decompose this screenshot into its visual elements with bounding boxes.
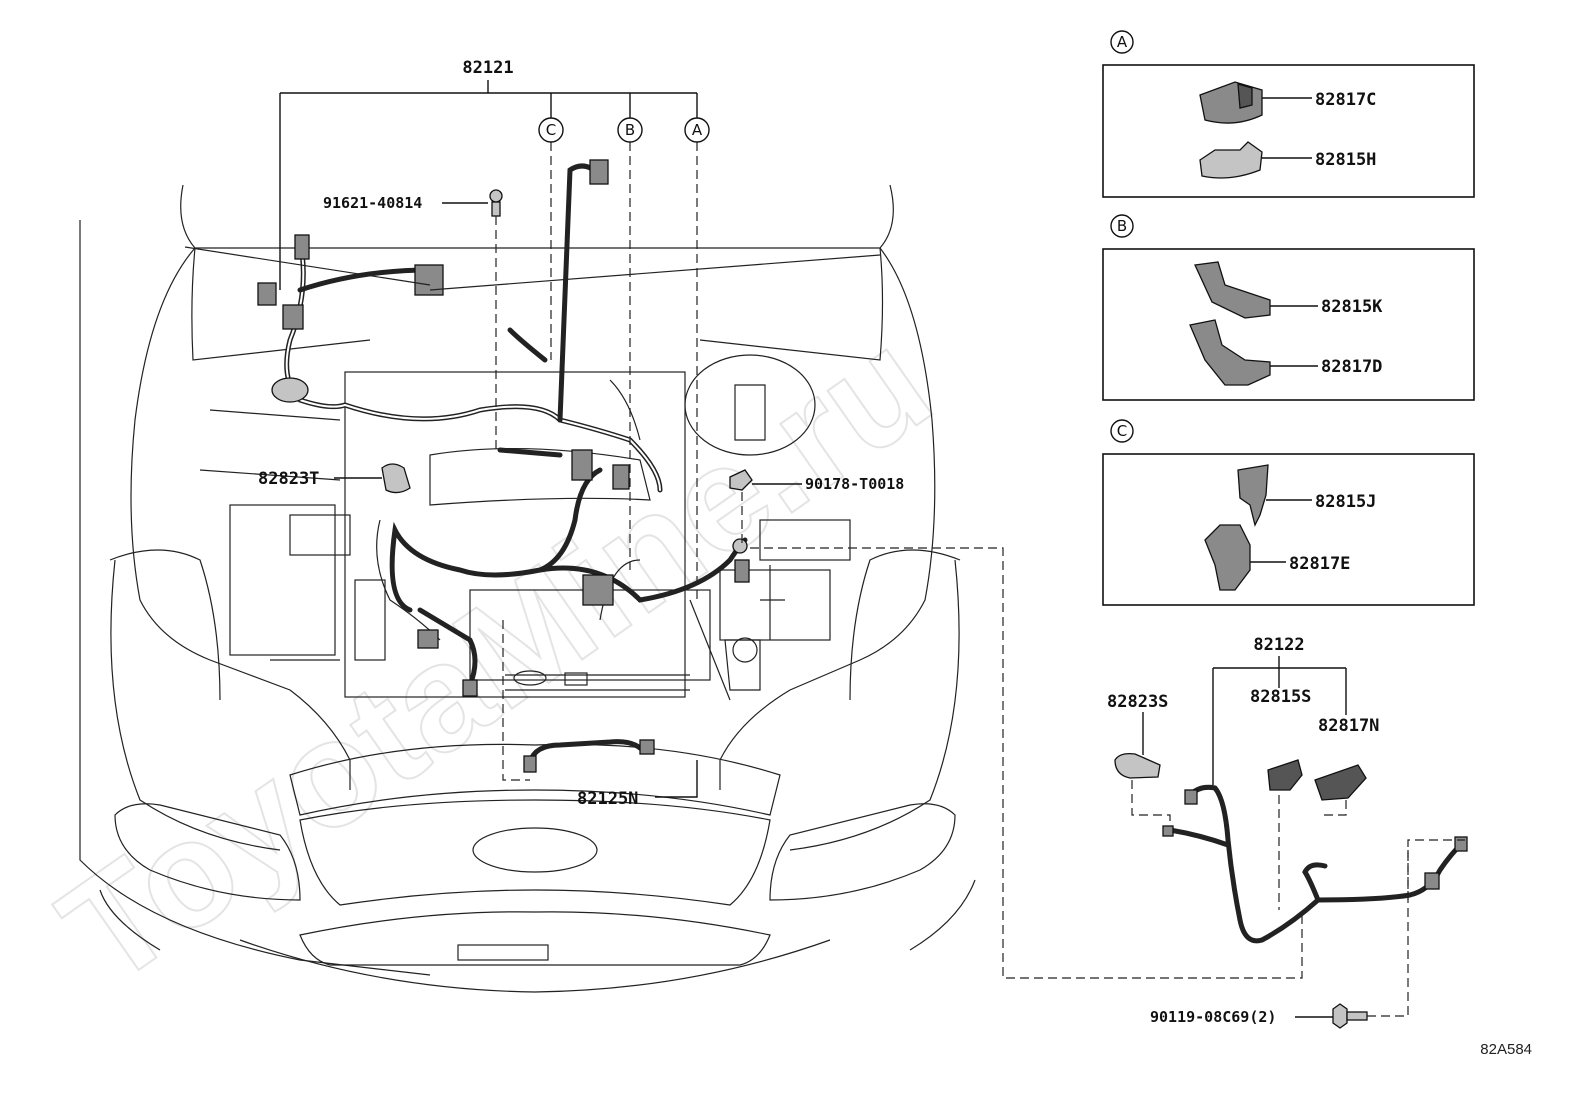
main-leaders xyxy=(184,80,1303,979)
callout-b: B xyxy=(625,121,635,139)
label-82815s: 82815S xyxy=(1250,687,1311,707)
bracket-82815h-icon xyxy=(1199,141,1263,179)
label-82815h: 82815H xyxy=(1315,150,1376,170)
detail-a-ref: A xyxy=(1117,33,1128,51)
callout-a: A xyxy=(692,121,703,139)
bracket-82815s-icon xyxy=(1267,759,1303,791)
label-82817d: 82817D xyxy=(1321,357,1382,377)
detail-c: C 82815J 82817E xyxy=(1102,419,1475,606)
bracket-82815j-icon xyxy=(1237,464,1269,527)
label-90178-t0018: 90178-T0018 xyxy=(805,475,904,493)
main-harness xyxy=(257,159,750,697)
bracket-82815k-icon xyxy=(1194,261,1271,319)
bolt-91621-icon xyxy=(489,189,503,217)
sub-assembly-82122: 82122 82815S 82817N 82823S xyxy=(1107,635,1468,1029)
engine-bay xyxy=(199,354,851,701)
detail-c-ref: C xyxy=(1117,422,1127,440)
detail-b: B 82815K 82817D xyxy=(1102,214,1475,401)
cover-82823s-icon xyxy=(1114,752,1161,779)
label-82125n: 82125N xyxy=(577,789,638,809)
label-82121: 82121 xyxy=(462,58,513,78)
label-82817n: 82817N xyxy=(1318,716,1379,736)
callout-c: C xyxy=(546,121,556,139)
bracket-82817c-icon xyxy=(1199,81,1263,124)
bracket-82817d-icon xyxy=(1189,319,1271,386)
label-82817c: 82817C xyxy=(1315,90,1376,110)
detail-b-ref: B xyxy=(1117,217,1127,235)
label-82817e: 82817E xyxy=(1289,554,1350,574)
label-82815k: 82815K xyxy=(1321,297,1383,317)
label-82823s: 82823S xyxy=(1107,692,1168,712)
label-91621-40814: 91621-40814 xyxy=(323,194,422,212)
label-82122: 82122 xyxy=(1253,635,1304,655)
vehicle-outline xyxy=(79,184,976,993)
label-82815j: 82815J xyxy=(1315,492,1376,512)
label-82823t: 82823T xyxy=(258,469,319,489)
label-90119-08c69: 90119-08C69(2) xyxy=(1150,1008,1276,1026)
callout-refs: C B A xyxy=(538,117,710,143)
diagram-ref: 82A584 xyxy=(1480,1041,1532,1058)
bracket-82817e-icon xyxy=(1204,524,1251,591)
clip-nut-90178-icon xyxy=(729,469,753,491)
cover-82823t-icon xyxy=(381,463,411,494)
detail-a: A 82817C 82815H xyxy=(1102,30,1475,198)
bolt-90119-icon xyxy=(1332,1003,1368,1029)
bracket-82817n-icon xyxy=(1314,764,1367,801)
sub-harness-82125n xyxy=(523,739,655,773)
